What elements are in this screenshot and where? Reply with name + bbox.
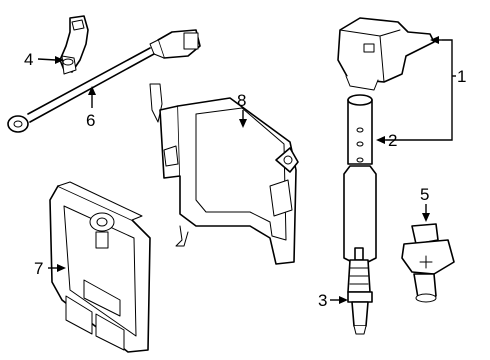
callout-8: 8 [237, 91, 246, 110]
ecu-bracket-part [149, 83, 299, 265]
spark-plug-part [347, 247, 373, 335]
position-sensor-part [59, 15, 89, 75]
callout-3: 3 [318, 291, 327, 310]
leader-lines [37, 36, 456, 304]
callout-5: 5 [420, 185, 429, 204]
knock-sensor-part [7, 29, 201, 133]
callout-2: 2 [388, 131, 397, 150]
callout-6: 6 [86, 111, 95, 130]
ecu-module-part [49, 181, 151, 353]
callout-4: 4 [24, 50, 33, 69]
camshaft-sensor-part [401, 223, 455, 303]
callout-7: 7 [34, 259, 43, 278]
ignition-coil-part [337, 17, 435, 91]
coil-boot-part [343, 94, 377, 263]
callout-1: 1 [457, 67, 466, 86]
